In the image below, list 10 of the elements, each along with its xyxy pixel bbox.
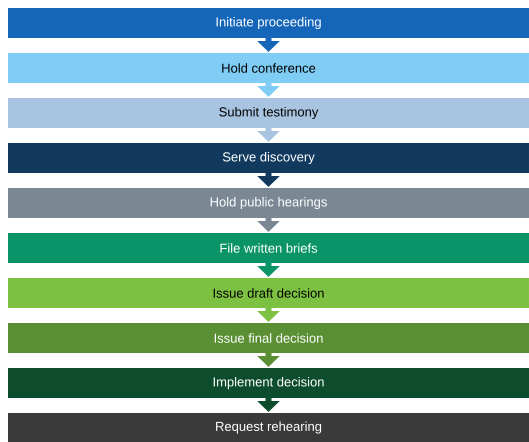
step-band: Submit testimony	[8, 98, 529, 128]
step-band: Request rehearing	[8, 413, 529, 442]
step-band: Initiate proceeding	[8, 8, 529, 38]
step-band: Hold conference	[8, 53, 529, 83]
step-band: Serve discovery	[8, 143, 529, 173]
step-band: Implement decision	[8, 368, 529, 398]
step-band: Issue draft decision	[8, 278, 529, 308]
step-band: File written briefs	[8, 233, 529, 263]
step-band: Hold public hearings	[8, 188, 529, 218]
step-band: Issue final decision	[8, 323, 529, 353]
